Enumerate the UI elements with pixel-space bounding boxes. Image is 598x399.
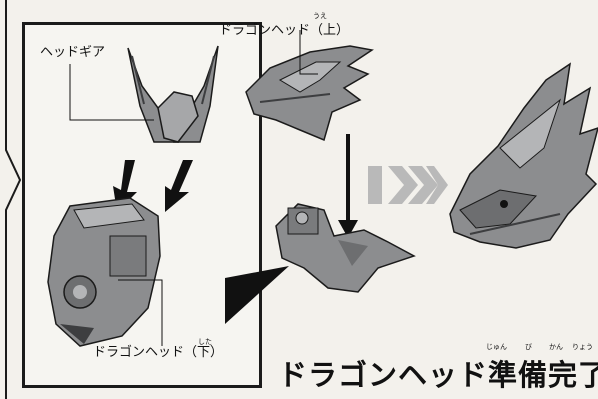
triple-chevron-right-icon (368, 166, 448, 204)
title-ruby-bi: び (525, 343, 532, 351)
page-title: ドラゴンヘッド準備完了! (278, 358, 598, 392)
page-edge-chevron-icon (5, 0, 22, 399)
assembled-dragon-head (449, 62, 598, 249)
dragon-head-bottom-ruby: した (198, 338, 212, 346)
title-ruby-jun: じゅん (486, 343, 507, 351)
head-gear-leader-line (69, 64, 154, 121)
dragon-head-top-label: ドラゴンヘッド（上） (219, 23, 350, 38)
title-ruby-kan: かん (549, 343, 563, 351)
head-gear-label: ヘッドギア (40, 45, 106, 60)
dragon-head-top-ruby: うえ (313, 12, 327, 20)
callout-pointer (225, 266, 289, 324)
title-ruby-ryou: りょう (572, 343, 593, 351)
dragon-head-bottom-part (47, 197, 161, 347)
dragon-head-bottom-label: ドラゴンヘッド（下） (93, 345, 224, 360)
arrow-down-icon (338, 134, 358, 238)
dragon-head-bottom-leader-line (118, 279, 163, 346)
head-gear-part (127, 45, 219, 143)
dragon-head-top-part (245, 45, 374, 142)
dragon-head-top-leader-line (299, 30, 318, 75)
dragon-head-bottom-small-part (275, 203, 416, 293)
